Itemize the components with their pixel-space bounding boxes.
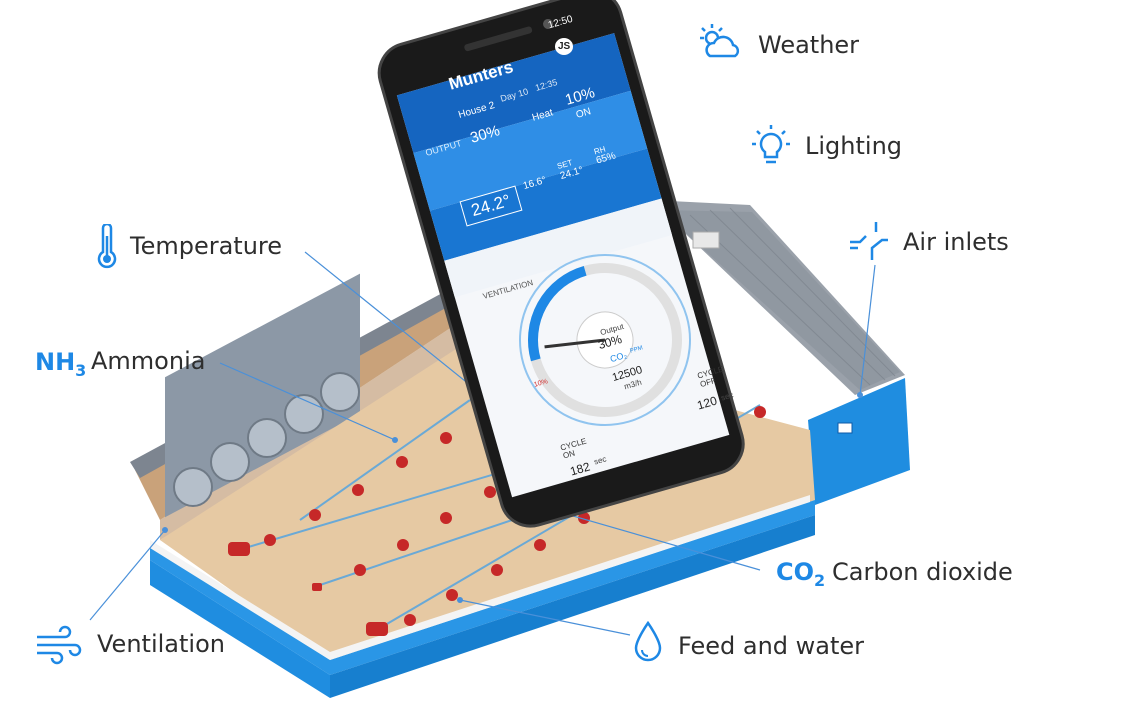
avatar[interactable]: JS — [555, 38, 574, 55]
water-drop-icon — [634, 620, 662, 662]
cycle-on-unit: sec — [593, 454, 608, 467]
gauge-co2-unit: PPM — [629, 345, 644, 355]
cycle-off-unit: sec — [720, 390, 735, 403]
co2-formula-main: CO — [776, 558, 815, 586]
weather-icon — [700, 24, 740, 58]
cycle-on-state: ON — [561, 448, 577, 461]
ammonia-formula-sub: 3 — [75, 360, 87, 380]
cycle-on-value: 182 — [568, 459, 592, 479]
lighting-label: Lighting — [805, 132, 903, 160]
ventilation-label: Ventilation — [97, 630, 225, 658]
ammonia-formula: NH3 — [35, 348, 86, 380]
ammonia-formula-main: NH — [35, 348, 76, 376]
feed-and-water-label: Feed and water — [678, 632, 865, 660]
gauge-left-pct: 10% — [533, 378, 549, 389]
temperature-icon — [97, 224, 117, 269]
air-inlets-label: Air inlets — [903, 228, 1009, 256]
ammonia-label: Ammonia — [91, 347, 206, 375]
co2-formula-sub: 2 — [814, 570, 826, 590]
temperature-label: Temperature — [130, 232, 283, 260]
gauge-co2-label: CO₂ — [608, 349, 629, 365]
end-wall — [808, 378, 910, 505]
co2-formula: CO2 — [776, 558, 825, 590]
exhaust-fans — [165, 273, 360, 518]
air-inlets-icon — [850, 222, 888, 260]
cycle-off-value: 120 — [695, 393, 719, 413]
carbon-dioxide-label: Carbon dioxide — [832, 558, 1013, 586]
lighting-icon — [752, 125, 790, 164]
weather-label: Weather — [758, 31, 860, 59]
ventilation-icon — [37, 625, 82, 665]
